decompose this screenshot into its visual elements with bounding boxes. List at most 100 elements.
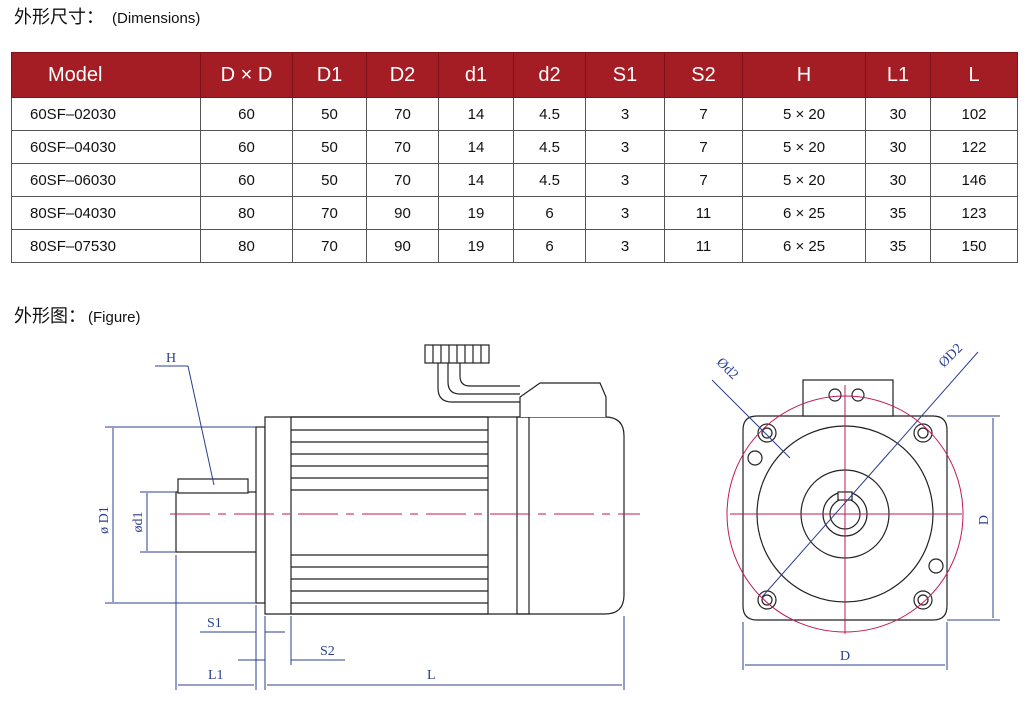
dimensions-title-en: (Dimensions) bbox=[112, 10, 201, 27]
table-cell: 50 bbox=[292, 163, 367, 197]
table-cell: 35 bbox=[865, 196, 931, 230]
front-dimension-lines bbox=[711, 351, 1000, 670]
table-cell: 50 bbox=[292, 97, 367, 131]
flange bbox=[255, 426, 266, 604]
mount-hole bbox=[913, 423, 933, 443]
dimensions-title-cn: 外形尺寸： bbox=[14, 7, 104, 27]
label-h: H bbox=[166, 351, 176, 366]
table-cell: 5 × 20 bbox=[742, 97, 866, 131]
table-cell: 11 bbox=[664, 196, 743, 230]
header-cell: S1 bbox=[585, 52, 665, 98]
fin-section bbox=[290, 416, 489, 615]
table-cell: 30 bbox=[865, 163, 931, 197]
figure-title-cn: 外形图： bbox=[14, 306, 86, 326]
header-cell: S2 bbox=[664, 52, 743, 98]
table-cell: 3 bbox=[585, 97, 665, 131]
label-d-side: D bbox=[977, 515, 992, 525]
table-cell: 60 bbox=[200, 130, 293, 164]
table-cell: 19 bbox=[438, 229, 514, 263]
table-cell: 6 bbox=[513, 229, 586, 263]
table-cell: 6 bbox=[513, 196, 586, 230]
header-cell: L1 bbox=[865, 52, 931, 98]
table-cell: 90 bbox=[366, 196, 439, 230]
table-header-row: Model D × D D1 D2 d1 d2 S1 S2 H L1 L bbox=[11, 52, 1018, 98]
label-d2-pitch: ØD2 bbox=[936, 341, 966, 371]
table-row: 60SF–04030 60 50 70 14 4.5 3 7 5 × 20 30… bbox=[11, 130, 1018, 164]
header-cell: L bbox=[930, 52, 1018, 98]
dimensions-title: 外形尺寸： (Dimensions) bbox=[14, 3, 200, 29]
label-d1-outer: ø D1 bbox=[97, 506, 112, 534]
table-cell: 4.5 bbox=[513, 130, 586, 164]
table-cell: 146 bbox=[930, 163, 1018, 197]
table-row: 60SF–02030 60 50 70 14 4.5 3 7 5 × 20 30… bbox=[11, 97, 1018, 131]
label-s2: S2 bbox=[320, 644, 335, 659]
table-cell: 3 bbox=[585, 130, 665, 164]
connector-box bbox=[519, 382, 607, 417]
label-d-bottom: D bbox=[840, 649, 850, 664]
table-cell: 70 bbox=[366, 97, 439, 131]
table-cell: 6 × 25 bbox=[742, 229, 866, 263]
table-cell: 14 bbox=[438, 97, 514, 131]
table-cell: 102 bbox=[930, 97, 1018, 131]
table-cell: 60 bbox=[200, 97, 293, 131]
motor-body bbox=[264, 416, 625, 615]
table-cell: 7 bbox=[664, 130, 743, 164]
header-cell: d2 bbox=[513, 52, 586, 98]
label-l1: L1 bbox=[208, 668, 224, 683]
table-cell: 19 bbox=[438, 196, 514, 230]
dimensions-table: Model D × D D1 D2 d1 d2 S1 S2 H L1 L 60S… bbox=[11, 52, 1018, 263]
front-connector bbox=[802, 379, 894, 417]
table-cell: 122 bbox=[930, 130, 1018, 164]
table-cell: 70 bbox=[292, 229, 367, 263]
table-cell: 7 bbox=[664, 97, 743, 131]
header-cell: H bbox=[742, 52, 866, 98]
label-d1-shaft: ød1 bbox=[131, 512, 146, 533]
header-cell: D1 bbox=[292, 52, 367, 98]
label-l: L bbox=[427, 668, 436, 683]
table-cell: 123 bbox=[930, 196, 1018, 230]
table-cell: 3 bbox=[585, 196, 665, 230]
table-cell: 4.5 bbox=[513, 163, 586, 197]
table-cell: 80SF–07530 bbox=[11, 229, 201, 263]
table-cell: 80 bbox=[200, 196, 293, 230]
table-cell: 60SF–04030 bbox=[11, 130, 201, 164]
side-dimension-lines bbox=[105, 365, 625, 690]
motor-side-view bbox=[175, 344, 625, 615]
label-d2-hole: Ød2 bbox=[713, 355, 741, 383]
table-cell: 6 × 25 bbox=[742, 196, 866, 230]
header-cell: d1 bbox=[438, 52, 514, 98]
front-center-lines bbox=[726, 385, 964, 634]
header-cell: D2 bbox=[366, 52, 439, 98]
table-cell: 90 bbox=[366, 229, 439, 263]
table-cell: 50 bbox=[292, 130, 367, 164]
motor-outline-figure: H ø D1 ød1 S1 S2 L1 L Ød2 ØD2 D D bbox=[97, 341, 1000, 690]
cable bbox=[437, 362, 520, 403]
header-cell: D × D bbox=[200, 52, 293, 98]
table-cell: 80 bbox=[200, 229, 293, 263]
header-cell: Model bbox=[11, 52, 201, 98]
table-cell: 14 bbox=[438, 130, 514, 164]
table-cell: 70 bbox=[366, 163, 439, 197]
shaft bbox=[175, 491, 258, 553]
table-cell: 60SF–02030 bbox=[11, 97, 201, 131]
table-cell: 70 bbox=[366, 130, 439, 164]
table-row: 80SF–04030 80 70 90 19 6 3 11 6 × 25 35 … bbox=[11, 196, 1018, 230]
mount-hole bbox=[757, 423, 777, 443]
table-cell: 7 bbox=[664, 163, 743, 197]
table-cell: 30 bbox=[865, 97, 931, 131]
table-cell: 80SF–04030 bbox=[11, 196, 201, 230]
table-cell: 4.5 bbox=[513, 97, 586, 131]
figure-title-en: (Figure) bbox=[88, 309, 141, 326]
table-row: 80SF–07530 80 70 90 19 6 3 11 6 × 25 35 … bbox=[11, 229, 1018, 263]
table-cell: 70 bbox=[292, 196, 367, 230]
table-cell: 14 bbox=[438, 163, 514, 197]
table-cell: 5 × 20 bbox=[742, 163, 866, 197]
table-cell: 60SF–06030 bbox=[11, 163, 201, 197]
table-cell: 35 bbox=[865, 229, 931, 263]
table-cell: 150 bbox=[930, 229, 1018, 263]
table-cell: 3 bbox=[585, 229, 665, 263]
table-cell: 11 bbox=[664, 229, 743, 263]
table-cell: 60 bbox=[200, 163, 293, 197]
mount-hole bbox=[913, 590, 933, 610]
table-cell: 3 bbox=[585, 163, 665, 197]
